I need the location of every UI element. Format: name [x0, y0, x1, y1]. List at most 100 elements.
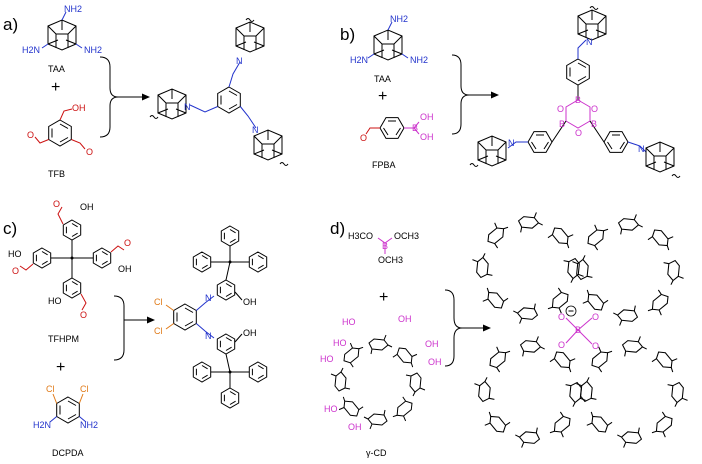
fpba-aldehyde-o: O [360, 133, 367, 143]
tfhpm-o-2: O [12, 266, 19, 276]
fpba-molecule [365, 117, 420, 139]
cd-oh-4: OH [425, 339, 439, 349]
glucose-unit [581, 219, 614, 253]
boroxine-b2: B [559, 119, 565, 129]
cd-oh-8: OH [348, 422, 362, 432]
cd-oh-2: OH [398, 314, 412, 324]
gamma-cd-molecule [330, 334, 426, 430]
tfhpm-oh-1: OH [80, 202, 94, 212]
plus-sign-a: + [51, 79, 60, 96]
product-a-imine-left: N [184, 102, 191, 112]
arrow-c-head [147, 316, 155, 324]
panel-a-label: a) [3, 15, 18, 34]
product-b-imine-top: N [586, 37, 593, 47]
taa-amine-top-a: NH2 [64, 4, 82, 14]
tfb-molecule [34, 108, 86, 150]
tfhpm-caption: TFHPM [48, 334, 79, 344]
tfb-o-right: O [86, 147, 93, 157]
product-c-oh-bottom: OH [243, 328, 257, 338]
panel-c-label: c) [3, 219, 17, 238]
borate-boron: B [575, 325, 581, 335]
cd-oh-5: HO [320, 354, 334, 364]
glucose-unit [618, 213, 644, 235]
glucose-unit [334, 391, 366, 423]
glucose-unit [547, 345, 581, 378]
tfhpm-molecule [19, 206, 125, 311]
glucose-unit [622, 335, 648, 357]
dcpda-amine-left: H2N [33, 420, 51, 430]
product-c [165, 225, 268, 409]
cd-oh-3: HO [333, 338, 347, 348]
glucose-unit [520, 335, 546, 357]
boroxine-o1: O [557, 104, 564, 114]
fpba-oh-bottom: OH [420, 132, 434, 142]
arrow-a-head [142, 93, 150, 101]
plus-sign-d: + [379, 289, 388, 306]
gamma-cd-caption: γ-CD [366, 448, 387, 458]
glucose-unit [473, 376, 495, 402]
panel-d-label: d) [330, 219, 345, 238]
glucose-unit [387, 394, 419, 426]
product-b-imine-left: N [508, 138, 515, 148]
borate-o-3: O [558, 340, 565, 350]
tmb-boron: B [382, 241, 388, 251]
tfb-o-left: O [27, 130, 34, 140]
plus-sign-c: + [56, 359, 65, 376]
arrow-b-head [491, 91, 499, 99]
glucose-unit [545, 221, 579, 254]
glucose-unit [649, 345, 683, 378]
fpba-boron: B [412, 123, 418, 133]
boroxine-o2: O [591, 104, 598, 114]
taa-molecule-a [41, 11, 83, 51]
product-c-oh-top: OH [243, 297, 257, 307]
product-b [469, 6, 681, 178]
product-a-imine-top: N [236, 56, 243, 66]
taa-amine-right-b: NH2 [410, 55, 428, 65]
product-c-n-bottom: N [205, 331, 212, 341]
glucose-unit [667, 382, 689, 408]
product-c-cl-bottom: Cl [154, 326, 163, 336]
glucose-unit [581, 406, 615, 439]
boroxine-b3: B [591, 119, 597, 129]
borate-center [565, 305, 593, 345]
glucose-unit [646, 409, 679, 443]
borate-o-2: O [592, 312, 599, 322]
glucose-unit [514, 427, 540, 449]
glucose-unit [645, 223, 679, 256]
glucose-unit [368, 334, 393, 355]
glucose-unit [330, 367, 351, 392]
arrow-d-head [483, 324, 491, 332]
fpba-oh-top: OH [420, 112, 434, 122]
tfb-caption: TFB [48, 169, 65, 179]
tfhpm-ho-2: HO [48, 296, 62, 306]
glucose-unit [518, 211, 544, 233]
taa-caption-b: TAA [374, 74, 391, 84]
bracket-a [99, 56, 119, 138]
glucose-unit [612, 305, 638, 327]
glucose-unit [405, 372, 426, 397]
tfb-oh: OH [72, 103, 86, 113]
glucose-unit [616, 427, 642, 449]
fpba-caption: FPBA [372, 160, 396, 170]
dcpda-cl-right: Cl [80, 384, 89, 394]
glucose-unit [585, 341, 618, 375]
tmb-h3co: H3CO [348, 231, 373, 241]
glucose-unit [565, 382, 587, 408]
product-a-imine-right: N [252, 125, 259, 135]
dcpda-amine-right: NH2 [80, 420, 98, 430]
tfhpm-o-3: O [124, 238, 131, 248]
boroxine-b1: B [575, 95, 581, 105]
dcpda-molecule [49, 393, 87, 424]
dcpda-cl-left: Cl [46, 384, 55, 394]
bracket-b [451, 54, 470, 135]
glucose-unit [663, 260, 685, 286]
product-b-imine-right: N [638, 144, 645, 154]
tfhpm-ho-1: HO [8, 249, 22, 259]
taa-amine-top-b: NH2 [390, 14, 408, 24]
product-a [149, 18, 289, 166]
glucose-unit [483, 341, 516, 375]
cd-oh-7: HO [324, 404, 338, 414]
glucose-unit [479, 406, 513, 439]
bracket-d [444, 289, 463, 367]
